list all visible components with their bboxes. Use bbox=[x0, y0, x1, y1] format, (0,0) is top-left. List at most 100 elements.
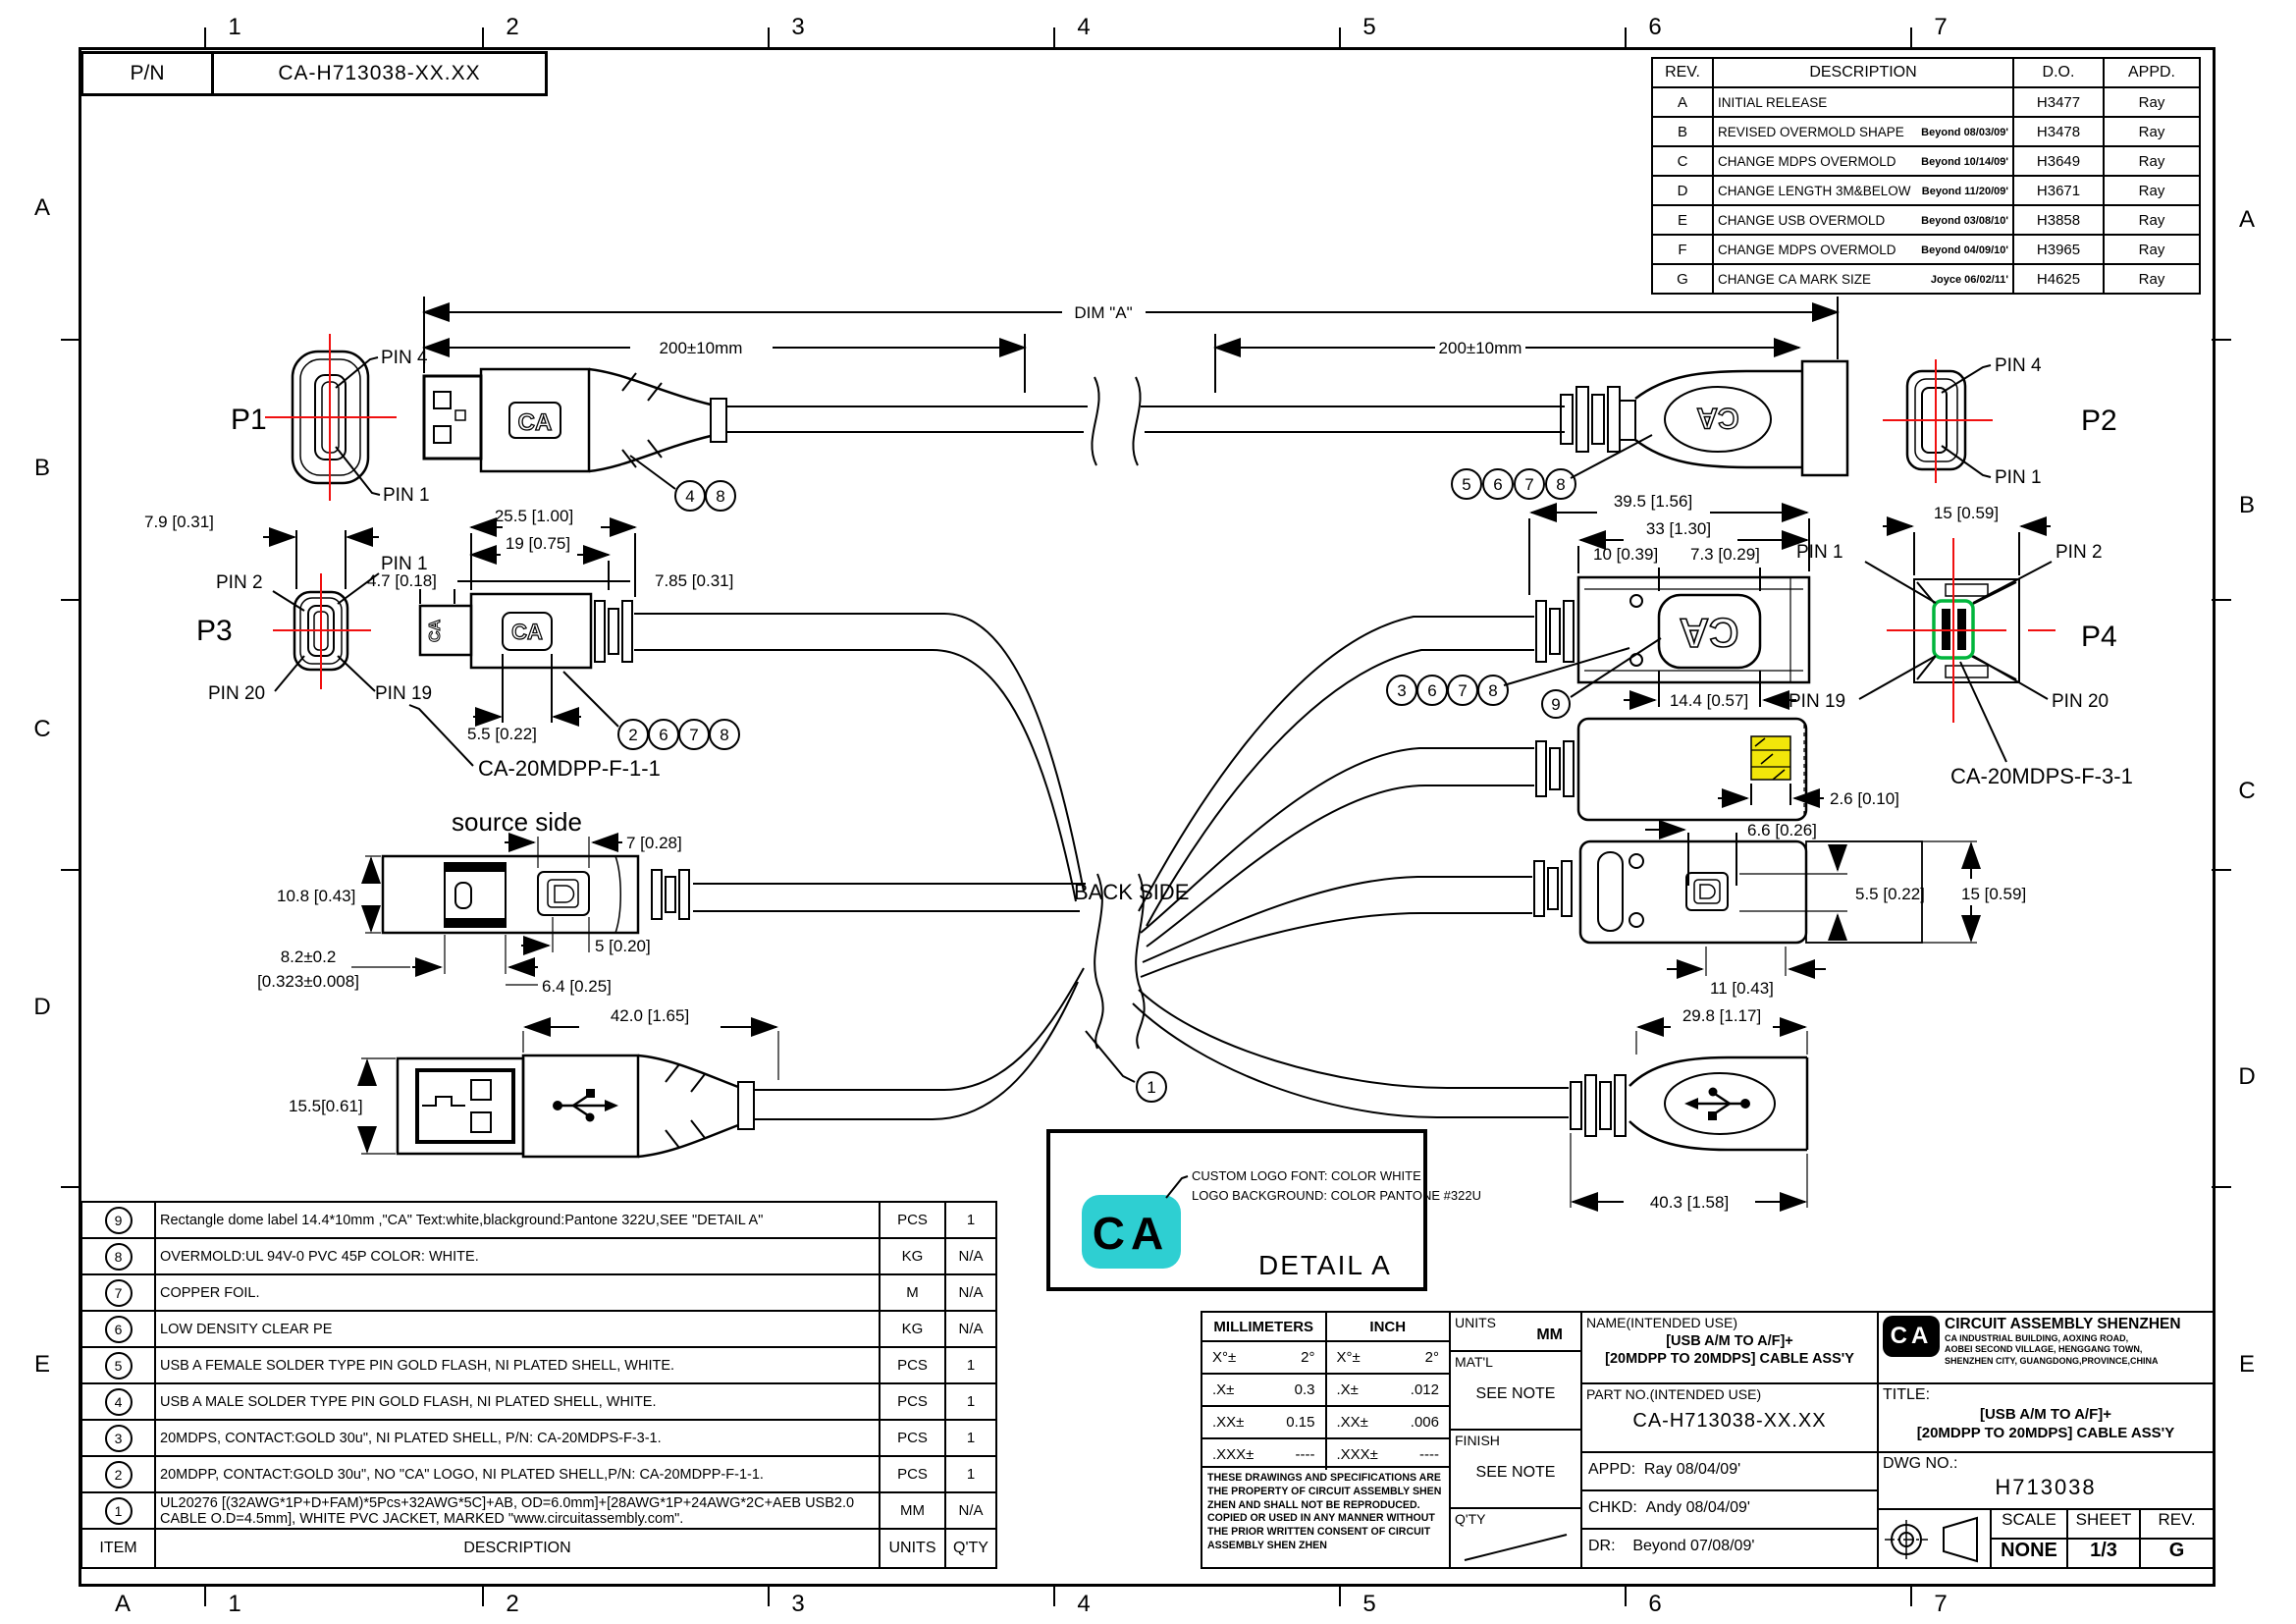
qty-label: Q'TY bbox=[1455, 1511, 1486, 1527]
tol-value: .006 bbox=[1410, 1414, 1439, 1431]
bom-qty: 1 bbox=[944, 1201, 997, 1239]
border-tick bbox=[204, 27, 206, 49]
rev-note-text: Beyond 03/08/10' bbox=[1921, 214, 2008, 227]
bom-qty: 1 bbox=[944, 1455, 997, 1493]
callout-2-6-7-8: 2 6 7 8 bbox=[562, 671, 740, 750]
break-line bbox=[1091, 376, 1100, 466]
p3-pin19-label: PIN 19 bbox=[375, 683, 432, 704]
dim-11-text: 11 [0.43] bbox=[1710, 979, 1774, 998]
tol-value: 0.15 bbox=[1286, 1414, 1315, 1431]
rev-letter: C bbox=[1651, 145, 1714, 177]
dim-2-6-text: 2.6 [0.10] bbox=[1830, 789, 1899, 808]
tol-label: .X± bbox=[1336, 1381, 1359, 1398]
rev-letter: G bbox=[1651, 263, 1714, 295]
bom-item-circle: 6 bbox=[104, 1315, 133, 1343]
zone-col: 2 bbox=[506, 14, 519, 40]
mdpp-back-view: 7 [0.28] 10.8 [0.43] 5 [0.20] 8.2±0.2 [0… bbox=[257, 833, 690, 996]
dim-200-left-text: 200±10mm bbox=[660, 339, 743, 357]
border-tick bbox=[204, 1585, 206, 1606]
p3-crosshair bbox=[273, 573, 371, 689]
dim-7-85-text: 7.85 [0.31] bbox=[655, 571, 733, 590]
rev-description: CHANGE USB OVERMOLD Beyond 03/08/10' bbox=[1712, 204, 2014, 236]
dwg-no-box: DWG NO.: H713038 bbox=[1877, 1451, 2215, 1510]
callout-4-8: 4 8 bbox=[629, 455, 736, 512]
border-tick bbox=[2212, 599, 2231, 601]
tol-value: ---- bbox=[1419, 1446, 1439, 1463]
rev-desc-text: CHANGE MDPS OVERMOLD bbox=[1718, 153, 1896, 169]
bom-description: COPPER FOIL. bbox=[154, 1273, 881, 1312]
ca-logo-mark-flipped: CA bbox=[1680, 610, 1739, 656]
bom-units: PCS bbox=[879, 1346, 946, 1384]
finish-box: FINISH SEE NOTE bbox=[1449, 1429, 1582, 1509]
rev-note-text: Beyond 08/03/09' bbox=[1921, 126, 2008, 138]
p3-connector-end-view: 7.9 [0.31] PIN 2 PIN 1 PIN 20 PIN 19 P3 bbox=[144, 513, 432, 704]
bom-description: 20MDPS, CONTACT:GOLD 30u", NI PLATED SHE… bbox=[154, 1419, 881, 1457]
callout-5: 5 bbox=[1462, 475, 1470, 494]
border-tick bbox=[482, 1585, 484, 1606]
bom-row: 8 OVERMOLD:UL 94V-0 PVC 45P COLOR: WHITE… bbox=[80, 1237, 997, 1275]
rev-letter: B bbox=[1651, 116, 1714, 147]
company-name: CIRCUIT ASSEMBLY SHENZHEN bbox=[1945, 1316, 2181, 1332]
callout-8: 8 bbox=[1488, 681, 1497, 700]
dr-box: DR: Beyond 07/08/09' bbox=[1580, 1528, 1879, 1569]
bom-row: 6 LOW DENSITY CLEAR PE KG N/A bbox=[80, 1310, 997, 1348]
yellow-contact-area bbox=[1750, 735, 1791, 781]
ca-cyan-logo bbox=[1082, 1195, 1181, 1269]
bom-desc-header: DESCRIPTION bbox=[154, 1528, 881, 1569]
rev-desc-text: CHANGE USB OVERMOLD bbox=[1718, 212, 1886, 228]
usb-a-male-top-view: CA bbox=[422, 367, 727, 473]
mdps-back-view: 6.6 [0.26] 5.5 [0.22] 15 [0.59] 11 [0.43… bbox=[1533, 820, 2026, 998]
zone-row: E bbox=[33, 1351, 50, 1378]
border-tick bbox=[2212, 869, 2231, 871]
p2-crosshair bbox=[1883, 359, 1993, 483]
rev-letter: A bbox=[1651, 86, 1714, 118]
dim-25-5-text: 25.5 [1.00] bbox=[495, 507, 573, 525]
rev-header-cell: REV. bbox=[2139, 1508, 2215, 1540]
rev-desc-text: CHANGE CA MARK SIZE bbox=[1718, 271, 1872, 287]
detail-note-1: CUSTOM LOGO FONT: COLOR WHITE bbox=[1192, 1168, 1421, 1183]
dim-39-5-text: 39.5 [1.56] bbox=[1614, 492, 1692, 511]
bom-item-circle: 2 bbox=[104, 1460, 133, 1489]
dim-15-text: 15 [0.59] bbox=[1934, 504, 1999, 522]
usb-a-female-top-view: CA bbox=[1560, 359, 1849, 477]
bom-units-header: UNITS bbox=[879, 1528, 946, 1569]
sheet-label: SHEET bbox=[2075, 1510, 2132, 1529]
appd-label: APPD: bbox=[1588, 1461, 1636, 1478]
tol-label: X°± bbox=[1212, 1349, 1237, 1366]
rev-desc-text: CHANGE MDPS OVERMOLD bbox=[1718, 242, 1896, 257]
zone-col: 3 bbox=[791, 1591, 805, 1617]
mdpp-part-number: CA-20MDPP-F-1-1 bbox=[478, 756, 661, 781]
bom-units: PCS bbox=[879, 1455, 946, 1493]
p3-pin1-label: PIN 1 bbox=[381, 554, 428, 574]
dim-200-left: 200±10mm bbox=[422, 334, 1027, 393]
callout-2: 2 bbox=[628, 726, 637, 744]
bom-description: USB A FEMALE SOLDER TYPE PIN GOLD FLASH,… bbox=[154, 1346, 881, 1384]
tol-value: .012 bbox=[1410, 1381, 1439, 1398]
border-tick bbox=[1625, 1585, 1627, 1606]
border-tick bbox=[2212, 339, 2231, 341]
border-tick bbox=[2212, 1186, 2231, 1188]
border-tick bbox=[768, 1585, 770, 1606]
dwg-no-label: DWG NO.: bbox=[1883, 1455, 1958, 1472]
bom-item-circle: 8 bbox=[104, 1242, 133, 1271]
part-no-box: PART NO.(INTENDED USE) CA-H713038-XX.XX bbox=[1580, 1382, 1879, 1453]
dim-40-3-text: 40.3 [1.58] bbox=[1650, 1193, 1729, 1212]
zone-col: 6 bbox=[1648, 14, 1662, 40]
rev-desc-text: CHANGE LENGTH 3M&BELOW bbox=[1718, 183, 1911, 198]
tol-label: X°± bbox=[1336, 1349, 1361, 1366]
disclaimer-box: THESE DRAWINGS AND SPECIFICATIONS ARE TH… bbox=[1201, 1466, 1451, 1569]
bom-item-number: 2 bbox=[80, 1455, 156, 1493]
rev-desc-text: REVISED OVERMOLD SHAPE bbox=[1718, 124, 1904, 139]
zone-col: 2 bbox=[506, 1591, 519, 1617]
rev-description: REVISED OVERMOLD SHAPE Beyond 08/03/09' bbox=[1712, 116, 2014, 147]
rev-desc-text: INITIAL RELEASE bbox=[1718, 94, 1828, 110]
tol-value: 2° bbox=[1424, 1349, 1439, 1366]
name-label: NAME(INTENDED USE) bbox=[1586, 1315, 1738, 1330]
p2-pin4-label: PIN 4 bbox=[1995, 355, 2042, 376]
dim-8-2-text: 8.2±0.2 bbox=[281, 947, 337, 966]
p4-pin1-label: PIN 1 bbox=[1796, 542, 1843, 563]
bom-item-circle: 9 bbox=[104, 1206, 133, 1234]
zone-row: A bbox=[2238, 206, 2255, 233]
bom-description: UL20276 [(32AWG*1P+D+FAM)*5Pcs+32AWG*5C]… bbox=[154, 1491, 881, 1530]
